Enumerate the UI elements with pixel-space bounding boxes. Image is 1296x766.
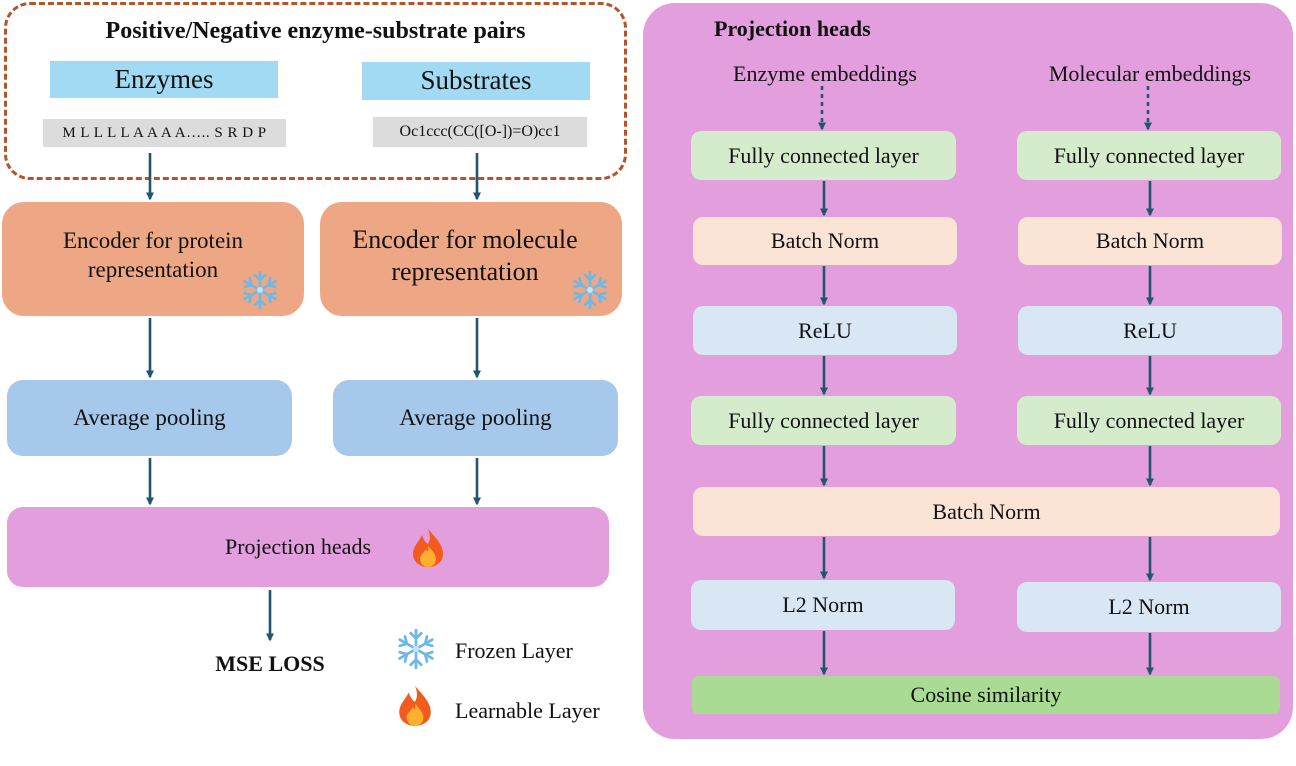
enzyme-fc-layer-1-label: Fully connected layer bbox=[728, 142, 919, 168]
molecule-l2-norm: L2 Norm bbox=[1017, 582, 1281, 632]
molecule-encoder-label: Encoder for molecule representation bbox=[352, 224, 578, 287]
enzyme-batch-norm-label: Batch Norm bbox=[770, 228, 880, 254]
molecule-relu-label: ReLU bbox=[1123, 317, 1177, 343]
mse-loss: MSE LOSS bbox=[215, 651, 325, 676]
protein-encoder-label: Encoder for protein representation bbox=[62, 228, 244, 282]
molecule-l2-norm-label: L2 Norm bbox=[1108, 594, 1190, 620]
enzyme-relu: ReLU bbox=[693, 306, 957, 355]
molecular-embeddings-label: Molecular embeddings bbox=[1048, 61, 1252, 86]
enzyme-batch-norm: Batch Norm bbox=[693, 217, 957, 265]
avg-pooling-enzyme-label: Average pooling bbox=[73, 404, 226, 430]
legend-learnable-label: Learnable Layer bbox=[455, 698, 600, 723]
avg-pooling-substrate: Average pooling bbox=[333, 380, 618, 456]
shared-batch-norm: Batch Norm bbox=[693, 487, 1280, 536]
cosine-similarity: Cosine similarity bbox=[692, 676, 1280, 714]
enzyme-l2-norm: L2 Norm bbox=[691, 580, 955, 630]
molecule-batch-norm-label: Batch Norm bbox=[1095, 228, 1205, 254]
enzyme-fc-layer-2: Fully connected layer bbox=[691, 396, 956, 445]
enzymes-label-text: Enzymes bbox=[114, 63, 214, 94]
projection-heads-label: Projection heads bbox=[224, 534, 372, 560]
avg-pooling-substrate-label: Average pooling bbox=[399, 404, 552, 430]
substrates-label-text: Substrates bbox=[420, 65, 532, 96]
enzymes-label: Enzymes bbox=[50, 61, 278, 98]
molecule-relu: ReLU bbox=[1018, 306, 1282, 355]
molecule-fc-layer-2-label: Fully connected layer bbox=[1053, 407, 1245, 433]
molecule-batch-norm: Batch Norm bbox=[1018, 217, 1282, 265]
enzyme-l2-norm-label: L2 Norm bbox=[782, 592, 864, 618]
legend-frozen-label: Frozen Layer bbox=[455, 638, 573, 663]
substrates-label: Substrates bbox=[362, 62, 590, 100]
pairs-group bbox=[4, 2, 627, 180]
projection-heads-box: Projection heads bbox=[7, 507, 609, 587]
molecule-fc-layer-1: Fully connected layer bbox=[1017, 131, 1281, 180]
molecule-fc-layer-1-label: Fully connected layer bbox=[1053, 142, 1245, 168]
enzyme-fc-layer-2-label: Fully connected layer bbox=[728, 407, 919, 433]
avg-pooling-enzyme: Average pooling bbox=[7, 380, 292, 456]
panel-title: Projection heads bbox=[714, 16, 871, 41]
enzyme-relu-label: ReLU bbox=[798, 317, 852, 343]
protein-encoder-box: Encoder for protein representation bbox=[2, 202, 304, 316]
enzyme-sequence: M L L L L A A A A….. S R D P bbox=[43, 119, 286, 147]
shared-batch-norm-label: Batch Norm bbox=[932, 498, 1041, 524]
substrate-smiles-text: Oc1ccc(CC([O-])=O)cc1 bbox=[399, 123, 561, 140]
molecule-encoder-box: Encoder for molecule representation bbox=[320, 202, 622, 316]
molecule-fc-layer-2: Fully connected layer bbox=[1017, 396, 1281, 445]
enzyme-embeddings-label: Enzyme embeddings bbox=[733, 61, 917, 86]
enzyme-sequence-text: M L L L L A A A A….. S R D P bbox=[62, 124, 267, 141]
cosine-similarity-label: Cosine similarity bbox=[910, 682, 1062, 708]
substrate-smiles: Oc1ccc(CC([O-])=O)cc1 bbox=[373, 117, 587, 147]
enzyme-fc-layer-1: Fully connected layer bbox=[691, 131, 956, 180]
pairs-title: Positive/Negative enzyme-substrate pairs bbox=[105, 18, 526, 44]
